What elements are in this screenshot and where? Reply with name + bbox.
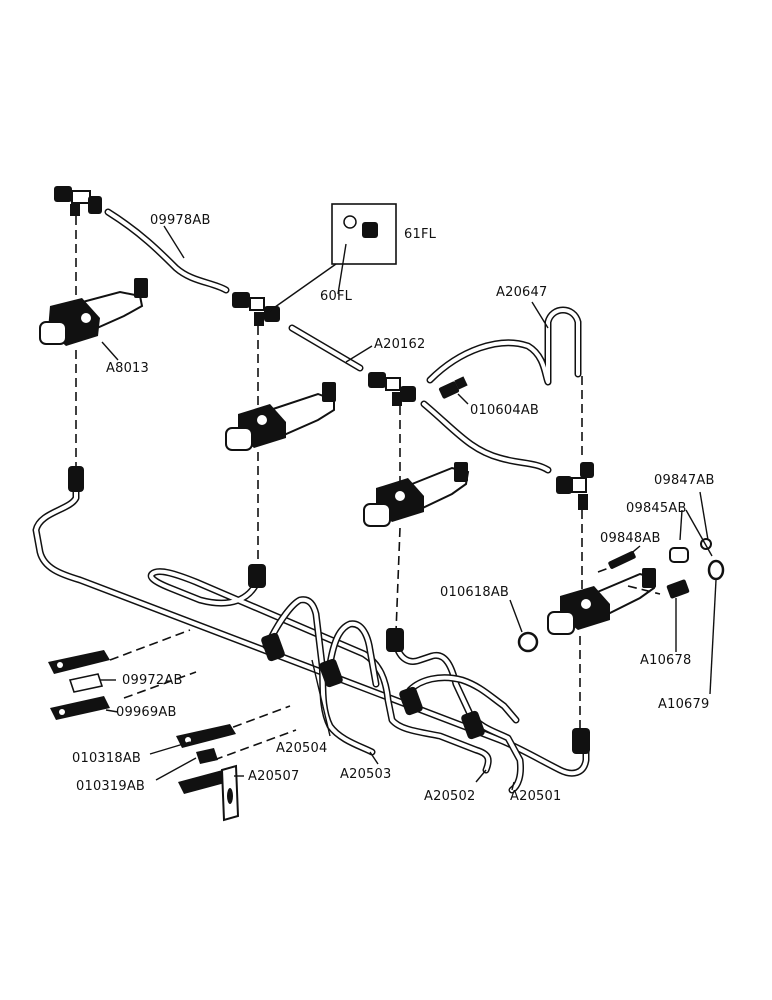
leader-lines [100,225,717,791]
leak-off-tube-lower [420,400,552,474]
injection-pipe-A20503 [392,640,524,794]
label-61FL: 61FL [404,227,437,242]
alignment-lines [75,216,661,761]
label-010604AB: 010604AB [470,403,539,418]
adapter-010604AB [438,376,468,399]
injector-A8013 [39,278,148,346]
label-A20503: A20503 [340,767,391,782]
leak-off-tube-A20647 [426,306,582,386]
banjo-tee-1 [54,186,102,216]
label-010319AB: 010319AB [76,779,145,794]
label-A20507: A20507 [248,769,299,784]
label-A8013: A8013 [106,361,149,376]
label-A20162: A20162 [374,337,425,352]
leak-off-tube-09978AB [104,208,230,294]
label-09972AB: 09972AB [122,673,183,688]
label-09847AB: 09847AB [654,473,715,488]
label-A20647: A20647 [496,285,547,300]
pipe-nuts [68,466,590,754]
injection-pipe-A20504 [262,596,380,756]
label-010618AB: 010618AB [440,585,509,600]
banjo-tee-4 [556,462,594,510]
injection-pipe-A20501 [32,476,590,777]
callout-labels: 09978AB 61FL 60FL A20647 A8013 A20162 01… [72,213,715,804]
injector-4 [547,568,656,635]
label-09978AB: 09978AB [150,213,211,228]
banjo-tee-2 [232,292,280,326]
label-A20501: A20501 [510,789,561,804]
label-A20504: A20504 [276,741,327,756]
fitting-inset-box [267,203,397,313]
label-60FL: 60FL [320,289,353,304]
label-A10678: A10678 [640,653,691,668]
label-010318AB: 010318AB [72,751,141,766]
injector-2 [225,382,336,451]
label-09969AB: 09969AB [116,705,177,720]
label-A10679: A10679 [658,697,709,712]
leak-off-tube-A20162 [288,324,364,372]
label-09845AB: 09845AB [626,501,687,516]
clamps-and-brackets [48,650,240,822]
injector-3 [363,462,470,527]
label-09848AB: 09848AB [600,531,661,546]
label-A20502: A20502 [424,789,475,804]
banjo-tee-3 [368,372,416,406]
